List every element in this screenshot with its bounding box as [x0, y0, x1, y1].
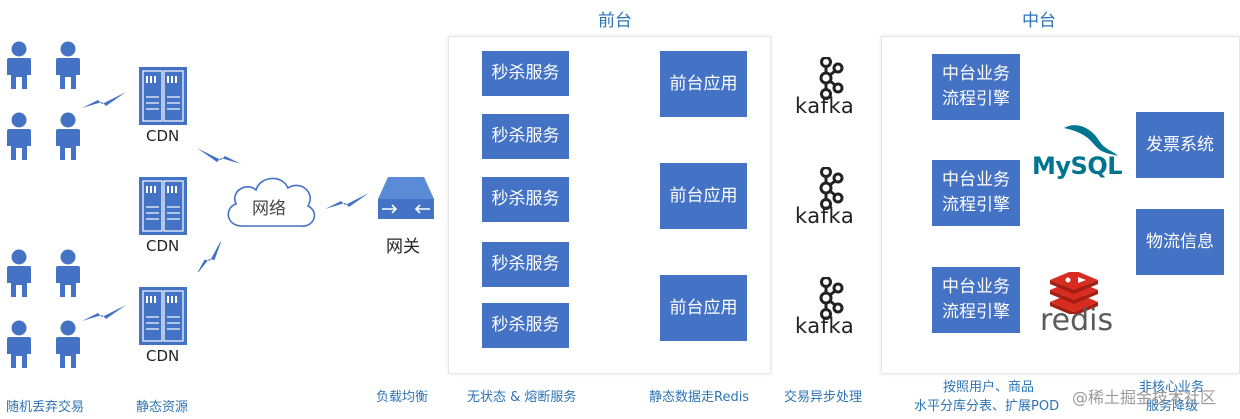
user-icon	[56, 249, 80, 297]
user-icon	[56, 112, 80, 160]
middle-engine-line1: 中台业务	[942, 170, 1010, 191]
cdn-server-icon	[139, 67, 187, 125]
cdn-server-icon	[139, 177, 187, 235]
seckill-service-box: 秒杀服务	[482, 51, 569, 96]
redis-text: redis	[1040, 303, 1114, 338]
caption-users: 随机丢弃交易	[6, 400, 85, 415]
middle-engine-line1: 中台业务	[942, 64, 1010, 85]
kafka-label: kafka	[795, 314, 855, 338]
cdn-server-icon	[139, 287, 187, 345]
caption-degrade-line1: 非核心业务	[1139, 380, 1205, 395]
network-label: 网络	[252, 199, 286, 219]
watermark-text: @稀土掘金技术社区	[1072, 388, 1217, 407]
mysql-logo: MySQL	[1032, 152, 1123, 180]
mysql-text: MySQL	[1032, 152, 1123, 180]
invoice-system-box: 发票系统	[1136, 112, 1224, 178]
cdn-label: CDN	[146, 347, 180, 365]
caption-static-resources: 静态资源	[136, 400, 189, 415]
lightning-bolt-icon	[190, 242, 230, 272]
caption-sharding-line1: 按照用户、商品	[943, 380, 1035, 395]
caption-degrade-line2: 服务降级	[1146, 399, 1199, 414]
caption-load-balancing: 负载均衡	[376, 390, 429, 405]
kafka-label: kafka	[795, 204, 855, 228]
seckill-service-box: 秒杀服务	[482, 242, 569, 287]
middle-engine-line2: 流程引擎	[942, 302, 1010, 322]
seckill-service-box: 秒杀服务	[482, 114, 569, 159]
lightning-bolt-icon	[82, 305, 126, 321]
seckill-service-box: 秒杀服务	[482, 177, 569, 222]
user-icon	[7, 320, 31, 368]
lightning-bolt-icon	[197, 148, 241, 164]
middle-engine-box: 中台业务 流程引擎	[932, 54, 1020, 120]
middle-engine-line2: 流程引擎	[942, 195, 1010, 215]
caption-stateless-services: 无状态 & 熔断服务	[467, 390, 577, 405]
lightning-bolt-icon	[82, 92, 126, 108]
middle-engine-box: 中台业务 流程引擎	[932, 267, 1020, 333]
middle-section-title: 中台	[1022, 11, 1056, 31]
front-app-box: 前台应用	[660, 275, 747, 341]
redis-cube-icon	[1050, 272, 1098, 314]
front-section-title: 前台	[598, 11, 632, 31]
front-app-box: 前台应用	[660, 163, 747, 229]
network-cloud-icon	[227, 177, 316, 227]
caption-static-data-redis: 静态数据走Redis	[649, 390, 750, 405]
user-icon	[7, 112, 31, 160]
caption-sharding-line2: 水平分库分表、扩展POD	[914, 399, 1060, 414]
mysql-dolphin-icon	[1064, 125, 1118, 156]
seckill-service-box: 秒杀服务	[482, 303, 569, 348]
user-icon	[7, 249, 31, 297]
user-icon	[7, 41, 31, 89]
user-icon	[56, 41, 80, 89]
middle-engine-line2: 流程引擎	[942, 89, 1010, 109]
middle-engine-line1: 中台业务	[942, 277, 1010, 298]
front-app-box: 前台应用	[660, 51, 747, 117]
logistics-info-box: 物流信息	[1136, 209, 1224, 275]
lightning-bolt-icon	[325, 193, 369, 209]
middle-engine-box: 中台业务 流程引擎	[932, 160, 1020, 226]
gateway-icon	[378, 177, 434, 219]
user-icon	[56, 320, 80, 368]
cdn-label: CDN	[146, 127, 180, 145]
kafka-label: kafka	[795, 94, 855, 118]
gateway-label: 网关	[386, 237, 420, 257]
cdn-label: CDN	[146, 237, 180, 255]
caption-async-processing: 交易异步处理	[784, 390, 863, 405]
